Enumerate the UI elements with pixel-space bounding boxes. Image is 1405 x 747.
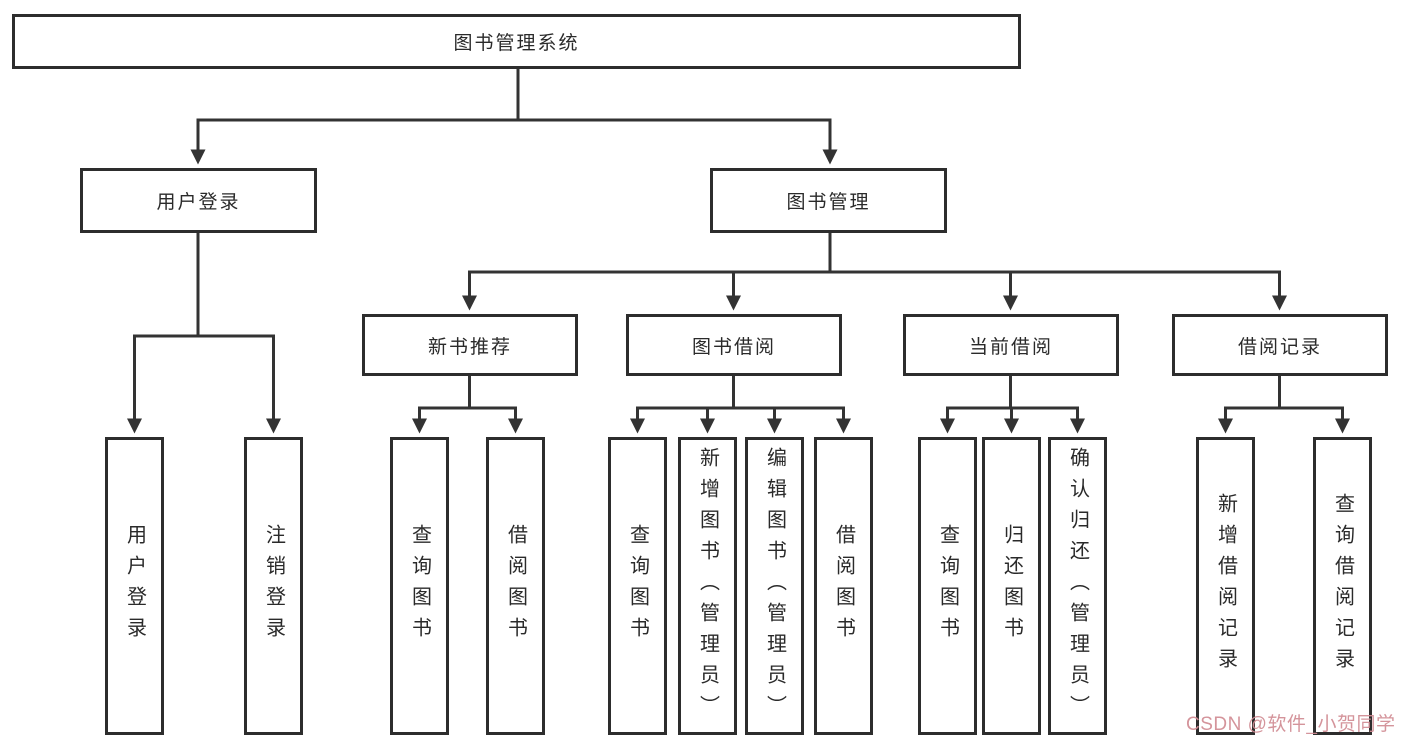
leaf-query-books-2: 查询图书	[608, 437, 667, 735]
leaf-label: 查询图书	[626, 524, 649, 648]
node-current-borrowing: 当前借阅	[903, 314, 1119, 376]
leaf-query-books: 查询图书	[390, 437, 449, 735]
node-label: 图书管理系统	[453, 33, 580, 54]
leaf-label: 注销登录	[262, 524, 285, 648]
node-label: 新书推荐	[427, 336, 512, 358]
node-library-management-system: 图书管理系统	[12, 14, 1021, 69]
leaf-edit-books-admin: 编辑图书（管理员）	[745, 437, 804, 735]
node-new-book-recommendation: 新书推荐	[362, 314, 578, 376]
leaf-logout: 注销登录	[244, 437, 303, 735]
leaf-label: 新增借阅记录	[1214, 493, 1237, 679]
node-label: 当前借阅	[968, 336, 1053, 358]
leaf-borrow-books-2: 借阅图书	[814, 437, 873, 735]
leaf-query-books-3: 查询图书	[918, 437, 977, 735]
leaf-label: 归还图书	[1000, 524, 1023, 648]
csdn-watermark: CSDN @软件_小贺同学	[1186, 714, 1396, 735]
leaf-user-login: 用户登录	[105, 437, 164, 735]
node-label: 图书管理	[786, 192, 871, 213]
leaf-query-borrow-record: 查询借阅记录	[1313, 437, 1372, 735]
node-book-management: 图书管理	[710, 168, 947, 233]
leaf-label: 确认归还（管理员）	[1066, 446, 1089, 726]
leaf-return-books: 归还图书	[982, 437, 1041, 735]
node-label: 借阅记录	[1237, 336, 1322, 358]
leaf-label: 查询图书	[408, 524, 431, 648]
leaf-label: 借阅图书	[832, 524, 855, 648]
node-borrowing-records: 借阅记录	[1172, 314, 1388, 376]
node-label: 用户登录	[156, 192, 241, 213]
node-user-login: 用户登录	[80, 168, 317, 233]
leaf-label: 查询借阅记录	[1331, 493, 1354, 679]
leaf-label: 新增图书（管理员）	[696, 446, 719, 726]
leaf-borrow-books: 借阅图书	[486, 437, 545, 735]
node-label: 图书借阅	[691, 336, 776, 358]
leaf-label: 借阅图书	[504, 524, 527, 648]
leaf-confirm-return-admin: 确认归还（管理员）	[1048, 437, 1107, 735]
leaf-label: 用户登录	[123, 524, 146, 648]
leaf-label: 编辑图书（管理员）	[763, 446, 786, 726]
node-book-borrowing: 图书借阅	[626, 314, 842, 376]
leaf-label: 查询图书	[936, 524, 959, 648]
leaf-add-books-admin: 新增图书（管理员）	[678, 437, 737, 735]
leaf-add-borrow-record: 新增借阅记录	[1196, 437, 1255, 735]
